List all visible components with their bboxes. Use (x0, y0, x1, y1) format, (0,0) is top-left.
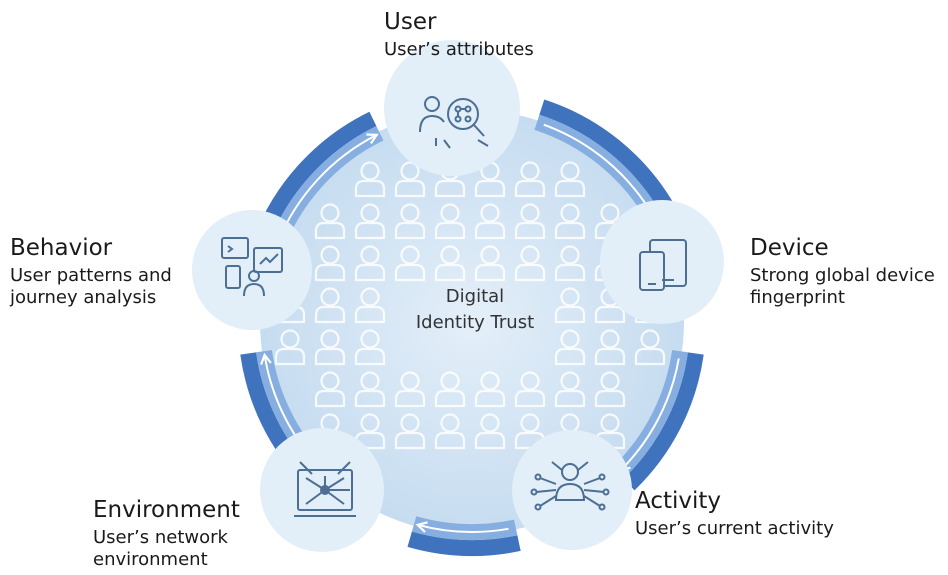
devices-icon (639, 239, 687, 291)
laptop-network-icon (294, 461, 356, 517)
label-activity-title: Activity (635, 488, 722, 514)
label-device-title: Device (750, 235, 829, 261)
label-user: User User’s attributes (384, 8, 534, 61)
ring-arrow-line-user-device (543, 123, 653, 215)
node-circle-user (384, 40, 520, 176)
center-label-line2: Identity Trust (415, 312, 535, 334)
label-behavior: Behavior User patterns and journey analy… (10, 234, 172, 310)
user-network-icon (530, 461, 610, 511)
label-behavior-desc-1: User patterns and (10, 264, 172, 286)
ring-arrow-head-activity-environment (415, 521, 428, 533)
ring-outer-arc-device-activity (623, 352, 704, 491)
label-activity-desc: User’s current activity (635, 517, 834, 539)
user-search-icon (419, 96, 489, 149)
center-label: Digital Identity Trust (375, 284, 575, 336)
label-device: Device Strong global device fingerprint (750, 234, 935, 310)
ring-arrow-head-behavior-user (366, 133, 379, 145)
ring-outer-arc-activity-environment (407, 531, 521, 556)
ring-outer-arc-user-device (539, 99, 675, 214)
label-device-desc-2: fingerprint (750, 287, 845, 309)
label-user-desc: User’s attributes (384, 38, 534, 60)
label-environment-title: Environment (93, 497, 240, 523)
label-behavior-title: Behavior (10, 235, 113, 261)
center-label-line1: Digital (445, 286, 505, 307)
label-device-desc-1: Strong global device (750, 264, 935, 286)
ring-arrow-line-activity-environment (417, 523, 509, 533)
label-environment-desc-2: environment (93, 549, 208, 571)
label-environment-desc-1: User’s network (93, 526, 228, 548)
label-user-title: User (384, 9, 437, 35)
label-activity: Activity User’s current activity (635, 487, 834, 540)
analytics-person-icon (221, 237, 283, 297)
label-environment: Environment User’s network environment (93, 496, 240, 572)
label-behavior-desc-2: journey analysis (10, 287, 157, 309)
node-circle-behavior (192, 210, 312, 330)
node-circle-activity (512, 430, 632, 550)
ring-arrow-head-environment-behavior (260, 352, 272, 365)
ring-arrow-line-device-activity (619, 358, 680, 472)
